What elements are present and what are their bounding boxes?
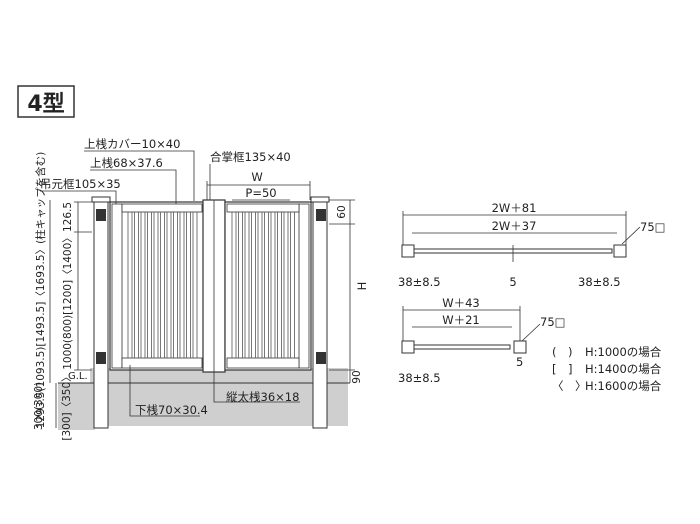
plan-double-left-offset: 38±8.5 xyxy=(398,275,441,289)
right-bottom-rail xyxy=(226,357,300,369)
plan-single-inner: W＋21 xyxy=(442,313,480,327)
label-meeting-frame: 合掌框135×40 xyxy=(210,150,291,164)
plan-single: W＋43 W＋21 75□ 38±8.5 5 xyxy=(398,296,566,385)
dim-embed-left: 300(300) xyxy=(33,382,45,430)
dim-panel-heights: 1000(800)[1200]〈1400〉 xyxy=(62,232,74,370)
dim-60: 60 xyxy=(336,205,348,218)
plan-double: 2W＋81 2W＋37 75□ 38±8.5 5 38±8.5 xyxy=(398,201,666,289)
left-gate-leaf xyxy=(109,201,205,371)
ground-left-fill xyxy=(58,383,95,430)
legend-text-0: H:1000の場合 xyxy=(585,345,662,359)
label-vertical-bar: 縦太桟36×18 xyxy=(226,390,299,404)
page-title: 4型 xyxy=(27,92,64,117)
legend: ( ) H:1000の場合 [ ] H:1400の場合 〈 〉 H:1600の場… xyxy=(552,345,662,393)
plan-double-inner: 2W＋37 xyxy=(492,219,537,233)
left-top-rail xyxy=(121,203,203,213)
plan-double-center: 5 xyxy=(509,275,516,289)
hinge-top-left xyxy=(96,209,106,221)
dim-h: H xyxy=(355,282,369,291)
dim-pitch: P=50 xyxy=(245,186,276,200)
label-top-rail: 上桟68×37.6 xyxy=(90,156,163,170)
plan-double-post: 75□ xyxy=(640,220,666,234)
legend-mark-0: ( ) xyxy=(552,345,572,359)
left-post-cap xyxy=(91,196,111,203)
plan-single-post: 75□ xyxy=(540,315,566,329)
label-hinge-frame: 吊元框105×35 xyxy=(40,177,121,191)
dim-126: 126.5 xyxy=(62,202,74,232)
gl-label: G.L. xyxy=(68,371,88,382)
right-top-rail xyxy=(226,203,300,213)
left-post xyxy=(93,199,109,429)
legend-text-2: H:1600の場合 xyxy=(585,379,662,393)
right-post xyxy=(312,199,328,429)
ground-fill xyxy=(90,368,348,426)
title-frame xyxy=(17,85,75,118)
plan-single-left-offset: 38±8.5 xyxy=(398,371,441,385)
plan-single-gap: 5 xyxy=(516,355,523,369)
left-slats xyxy=(126,212,198,358)
legend-mark-2: 〈 〉 xyxy=(552,379,587,393)
left-hinge-stile xyxy=(111,203,123,369)
plan-double-right-offset: 38±8.5 xyxy=(578,275,621,289)
title-box: 4型 xyxy=(17,85,75,118)
label-bottom-rail: 下桟70×30.4 xyxy=(135,403,208,417)
right-post-cap xyxy=(310,196,330,203)
dim-embed-right: [300]〈350〉 xyxy=(61,371,73,440)
label-top-rail-cover: 上桟カバー10×40 xyxy=(84,137,180,151)
left-bottom-rail xyxy=(121,357,203,369)
dim-total-heights: 1293.5(1093.5)[1493.5]〈1693.5〉(柱キャップを含む) xyxy=(34,152,47,429)
right-hinge-stile xyxy=(298,203,310,369)
hinge-bottom-left xyxy=(96,352,106,364)
dim-w: W xyxy=(251,170,262,184)
plan-single-outer: W＋43 xyxy=(442,296,480,310)
hinge-bottom-right xyxy=(316,352,326,364)
right-gate-leaf xyxy=(224,201,312,371)
legend-text-1: H:1400の場合 xyxy=(585,362,662,376)
hinge-top-right xyxy=(316,209,326,221)
right-slats xyxy=(231,212,295,358)
dim-90: 90 xyxy=(351,370,363,383)
legend-mark-1: [ ] xyxy=(552,362,572,376)
plan-double-outer: 2W＋81 xyxy=(492,201,537,215)
